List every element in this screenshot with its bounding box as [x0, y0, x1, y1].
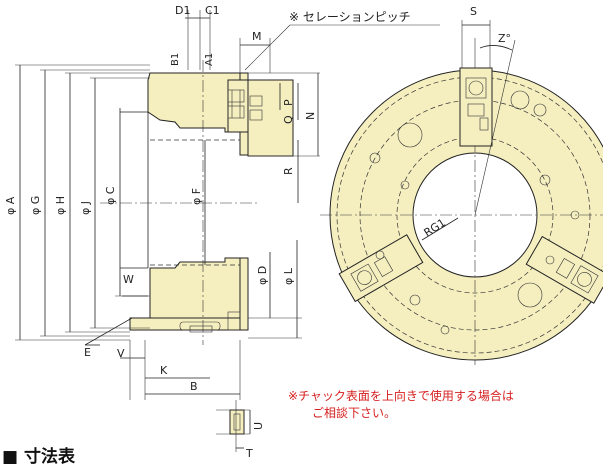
label-A1: A1	[204, 53, 215, 66]
label-M: M	[252, 30, 262, 43]
label-T: T	[245, 447, 253, 460]
label-P: P	[282, 99, 295, 106]
label-N: N	[304, 112, 317, 120]
label-B1: B1	[170, 53, 181, 66]
label-phiC: φ C	[104, 186, 117, 205]
label-U: U	[252, 422, 265, 430]
label-S: S	[470, 5, 477, 18]
label-phiJ: φ J	[79, 201, 92, 215]
label-B: B	[190, 380, 198, 393]
serration-note: ※ セレーションピッチ	[289, 10, 411, 24]
label-C1: C1	[205, 4, 220, 17]
front-view	[320, 20, 603, 365]
side-view	[100, 60, 294, 345]
label-phiF: φ F	[190, 188, 203, 205]
label-phiL: φ L	[282, 267, 295, 285]
dimension-table-title: ■ 寸法表	[2, 446, 76, 464]
label-Z: Z°	[498, 32, 511, 45]
label-R: R	[282, 167, 295, 175]
label-V: V	[117, 347, 125, 360]
label-K: K	[160, 364, 168, 377]
label-D1: D1	[175, 4, 190, 17]
label-phiG: φ G	[29, 196, 42, 215]
usage-note-line1: ※チャック表面を上向きで使用する場合は	[288, 388, 514, 403]
side-dimensions	[15, 10, 440, 452]
label-phiH: φ H	[54, 196, 67, 215]
side-labels: D1 C1 M ※ セレーションピッチ B1 A1 φ A φ G φ H φ …	[4, 4, 411, 460]
label-phiD: φ D	[256, 266, 269, 285]
usage-note-line2: ご相談下さい。	[312, 405, 396, 420]
label-Q: Q	[282, 115, 295, 124]
label-W: W	[123, 273, 134, 286]
label-E: E	[84, 346, 91, 359]
label-phiA: φ A	[4, 196, 17, 215]
